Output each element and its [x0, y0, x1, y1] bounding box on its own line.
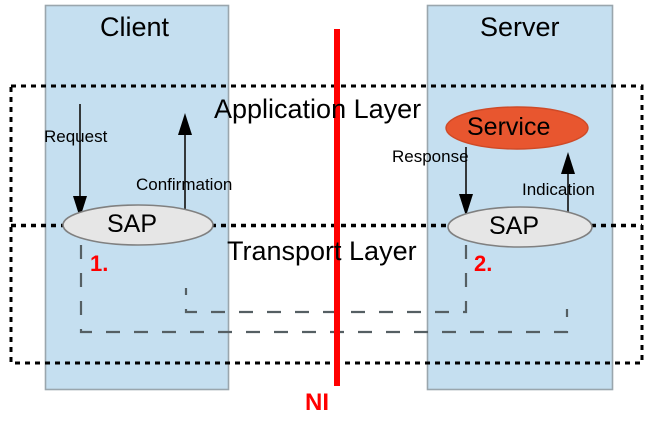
server-box	[426, 4, 614, 391]
protocol-stack-outline	[9, 84, 644, 365]
indication-label: Indication	[522, 180, 595, 199]
client-sap-ellipse	[62, 204, 214, 246]
confirmation-label: Confirmation	[136, 175, 233, 194]
application-layer-label: Application Layer	[214, 94, 422, 124]
network-interface-label: NI	[305, 389, 329, 416]
confirmation-arrow	[178, 113, 192, 218]
client-step-number: 1.	[90, 251, 109, 276]
server-sap-label: SAP	[489, 212, 540, 240]
server-title: Server	[480, 12, 560, 42]
server-sap-ellipse	[447, 206, 593, 248]
response-label: Response	[392, 147, 469, 166]
client-title: Client	[100, 12, 170, 42]
server-step-number: 2.	[474, 251, 493, 276]
indication-arrow	[561, 152, 575, 218]
response-arrow	[459, 147, 473, 216]
service-ellipse	[445, 106, 589, 150]
request-arrow	[73, 104, 87, 218]
transport-layer-label: Transport Layer	[227, 236, 417, 266]
client-sap-label: SAP	[107, 210, 158, 238]
transport-path-server-to-client	[184, 245, 468, 314]
request-label: Request	[44, 127, 108, 146]
service-label: Service	[467, 113, 551, 141]
